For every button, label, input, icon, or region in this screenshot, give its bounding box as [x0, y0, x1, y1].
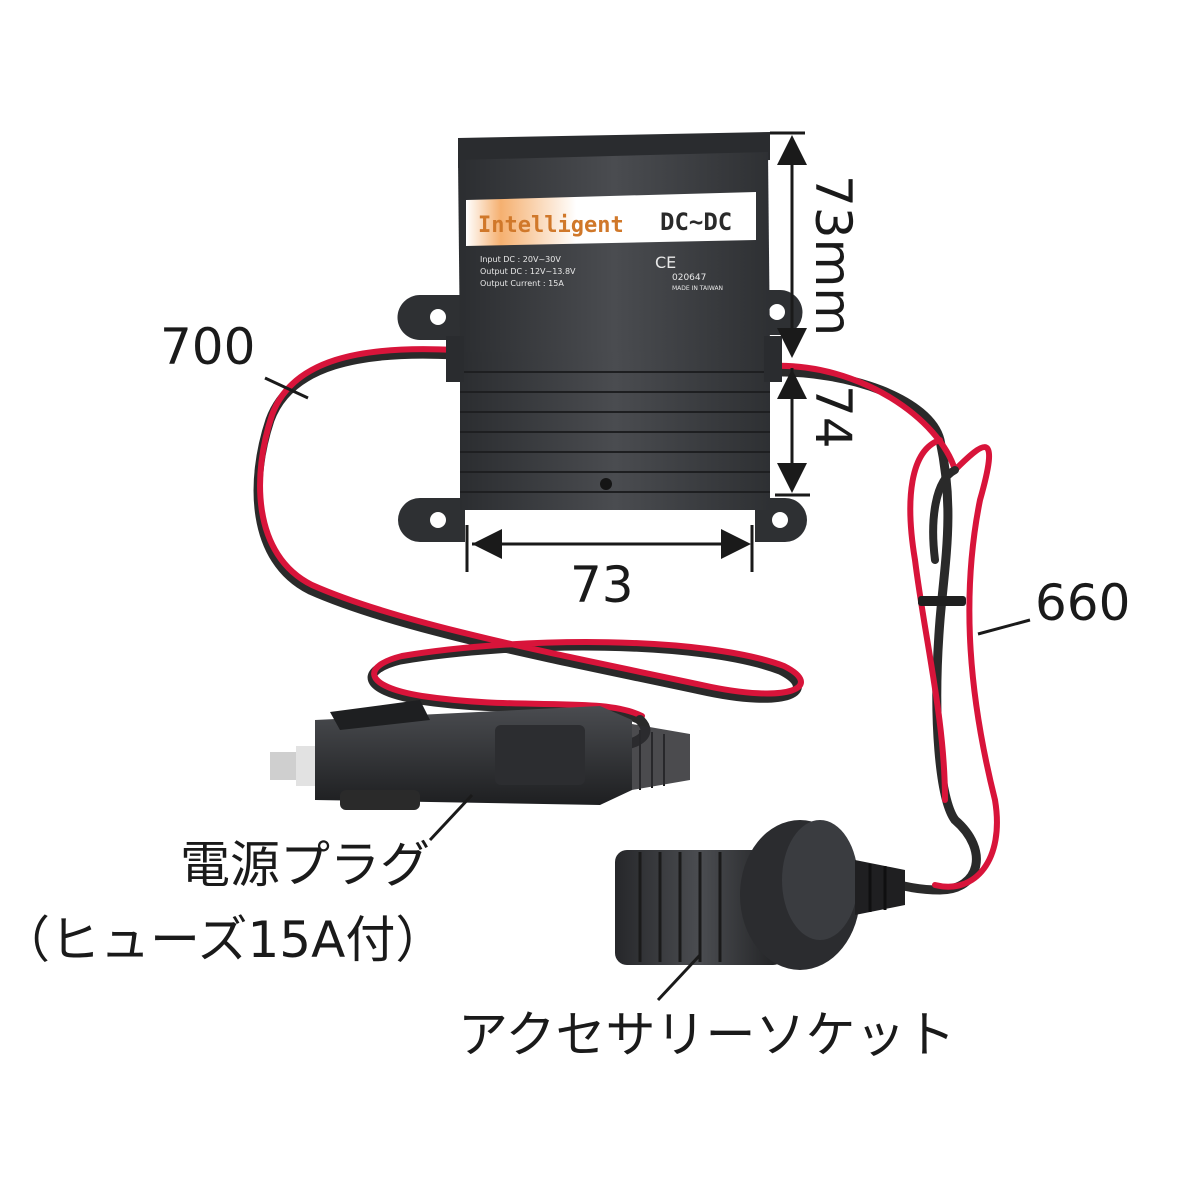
socket-cable-length-label: 660: [1035, 574, 1131, 632]
top-height-dimension-label: 73mm: [804, 175, 862, 337]
converter-unit: Intelligent DC~DC Input DC : 20V~30V Out…: [397, 132, 807, 542]
spec-line-2: Output DC : 12V~13.8V: [480, 267, 576, 276]
origin-text: MADE IN TAIWAN: [672, 285, 723, 292]
dim-arrow-73-width: [465, 525, 754, 572]
leader-socket: [656, 953, 702, 1002]
brand-intelligent-text: Intelligent: [478, 213, 624, 238]
accessory-socket: [615, 820, 905, 970]
plug-cable-length-label: 700: [160, 318, 256, 376]
socket-cable: [765, 362, 1000, 895]
leader-700: [264, 376, 309, 400]
ce-mark: CE: [655, 253, 676, 272]
spec-line-3: Output Current : 15A: [480, 279, 564, 288]
spec-line-1: Input DC : 20V~30V: [480, 255, 561, 264]
brand-dcdc-text: DC~DC: [660, 208, 732, 236]
brand-label: [466, 192, 756, 246]
cigarette-plug: [270, 700, 690, 810]
power-plug-label: 電源プラグ: [180, 836, 430, 894]
dim-arrow-74: [775, 368, 810, 497]
model-number: 020647: [672, 273, 706, 283]
width-dimension-label: 73: [570, 556, 634, 614]
leader-plug: [428, 793, 474, 842]
dim-arrow-73mm: [770, 131, 807, 358]
fuse-note-label: （ヒューズ15A付）: [0, 911, 446, 969]
body-height-dimension-label: 74: [804, 385, 862, 449]
accessory-socket-label: アクセサリーソケット: [458, 1006, 956, 1064]
leader-660: [977, 618, 1031, 636]
